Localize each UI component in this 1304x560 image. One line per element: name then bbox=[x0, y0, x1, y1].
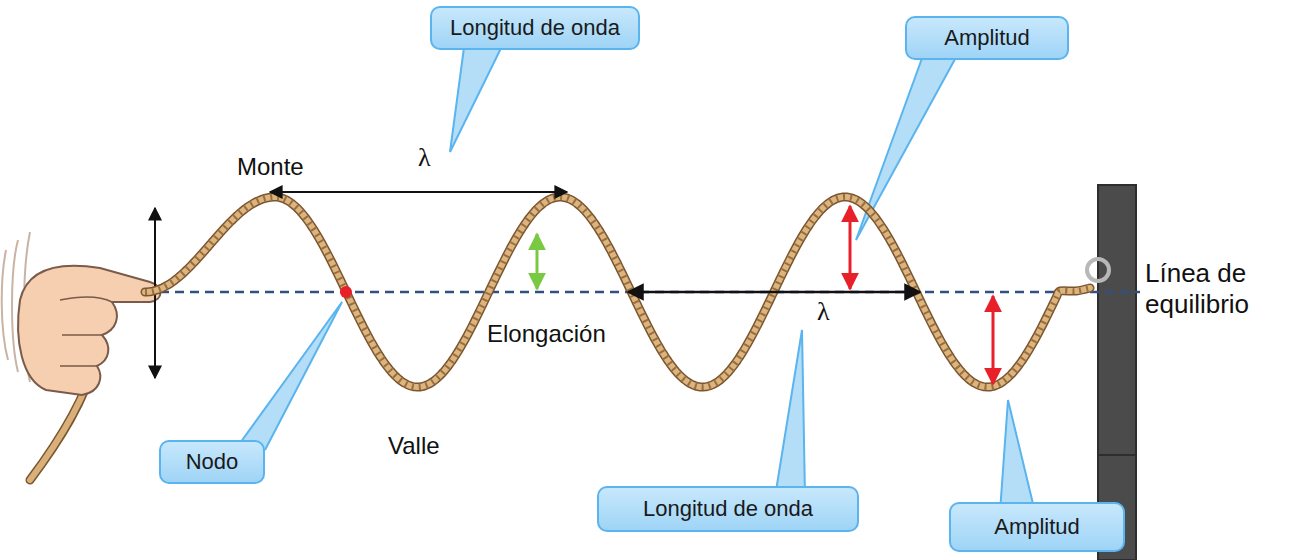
callout-box: Amplitud bbox=[905, 16, 1069, 60]
finger-lines bbox=[60, 297, 112, 366]
wavelength-symbol: λ bbox=[418, 142, 431, 173]
amplitude-arrow bbox=[849, 206, 852, 289]
trough-label: Valle bbox=[388, 432, 440, 461]
callout-text: Amplitud bbox=[994, 514, 1080, 540]
wavelength-symbol: λ bbox=[817, 296, 830, 327]
elongation-label: Elongación bbox=[487, 320, 606, 349]
wall-joint bbox=[1098, 454, 1136, 456]
elongation-arrow bbox=[536, 234, 539, 289]
amplitude-arrow bbox=[992, 296, 995, 384]
equilibrium-label: Línea de equilibrio bbox=[1145, 258, 1295, 320]
callout-tail bbox=[1000, 400, 1035, 512]
callout-box: Longitud de onda bbox=[597, 486, 859, 532]
rope-twist bbox=[145, 197, 1090, 387]
wavelength-arrow bbox=[270, 191, 567, 193]
motion-line bbox=[12, 240, 18, 372]
equilibrium-line bbox=[145, 291, 1140, 294]
crest-label: Monte bbox=[237, 153, 304, 182]
rope bbox=[145, 197, 1090, 387]
node-dot bbox=[340, 286, 352, 298]
callout-tail bbox=[450, 40, 505, 152]
callout-text: Longitud de onda bbox=[643, 496, 813, 522]
callout-text: Amplitud bbox=[944, 25, 1030, 51]
wall-ring bbox=[1087, 259, 1109, 281]
callout-tails bbox=[235, 40, 1035, 512]
wavelength-arrow bbox=[628, 291, 920, 294]
motion-line bbox=[2, 250, 8, 360]
hand bbox=[18, 266, 160, 395]
callout-box: Nodo bbox=[159, 440, 265, 484]
rope-outline bbox=[145, 197, 1090, 387]
callout-text: Longitud de onda bbox=[450, 15, 620, 41]
callout-tail bbox=[235, 302, 342, 450]
callout-text: Nodo bbox=[186, 449, 239, 475]
callout-box: Amplitud bbox=[949, 502, 1125, 552]
callout-tail bbox=[775, 330, 805, 497]
callout-box: Longitud de onda bbox=[430, 6, 640, 50]
rope-fill bbox=[145, 197, 1090, 387]
